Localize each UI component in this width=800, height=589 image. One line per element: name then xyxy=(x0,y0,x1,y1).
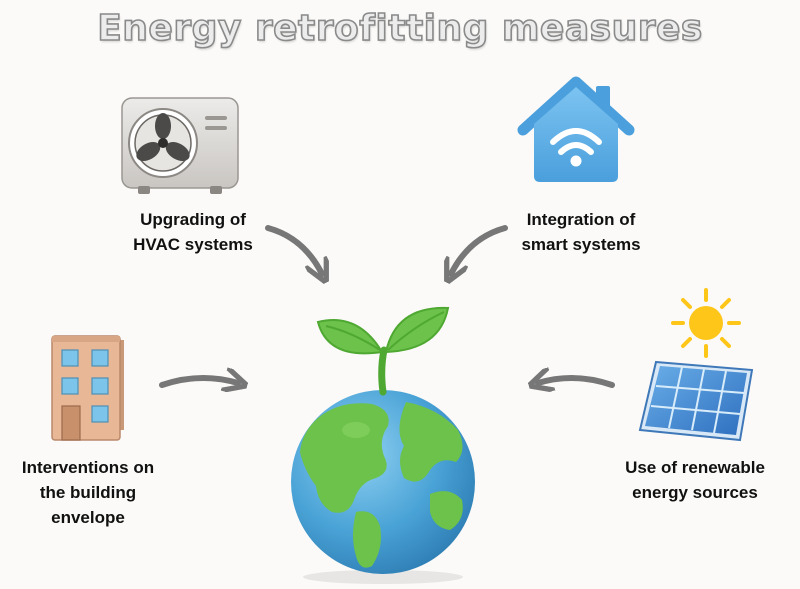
arrow-smart-to-earth xyxy=(451,225,508,274)
diagram-title: Energy retrofitting measures xyxy=(96,7,703,50)
label-renewable: Use of renewable energy sources xyxy=(600,455,790,505)
building-icon xyxy=(51,335,124,441)
arrow-renewable-to-earth xyxy=(538,378,615,385)
label-envelope-line3: envelope xyxy=(51,508,125,527)
label-hvac: Upgrading of HVAC systems xyxy=(108,207,278,257)
label-renewable-line2: energy sources xyxy=(632,483,758,502)
label-smart-line2: smart systems xyxy=(521,235,641,254)
arrow-hvac-to-earth xyxy=(265,225,322,274)
label-hvac-line1: Upgrading of xyxy=(140,210,246,229)
arrow-envelope-to-earth xyxy=(159,378,238,385)
earth-with-sprout-icon xyxy=(291,306,475,584)
label-renewable-line1: Use of renewable xyxy=(625,458,765,477)
label-smart-line1: Integration of xyxy=(526,210,636,229)
label-envelope: Interventions on the building envelope xyxy=(0,455,176,530)
air-conditioner-icon xyxy=(121,97,239,194)
solar-panel-sun-icon xyxy=(638,288,754,442)
label-smart: Integration of smart systems xyxy=(496,207,666,257)
arrows xyxy=(159,225,615,385)
smart-home-wifi-icon xyxy=(517,76,635,182)
label-hvac-line2: HVAC systems xyxy=(133,235,253,254)
label-envelope-line1: Interventions on xyxy=(21,458,155,477)
label-envelope-line2: the building xyxy=(39,483,137,502)
